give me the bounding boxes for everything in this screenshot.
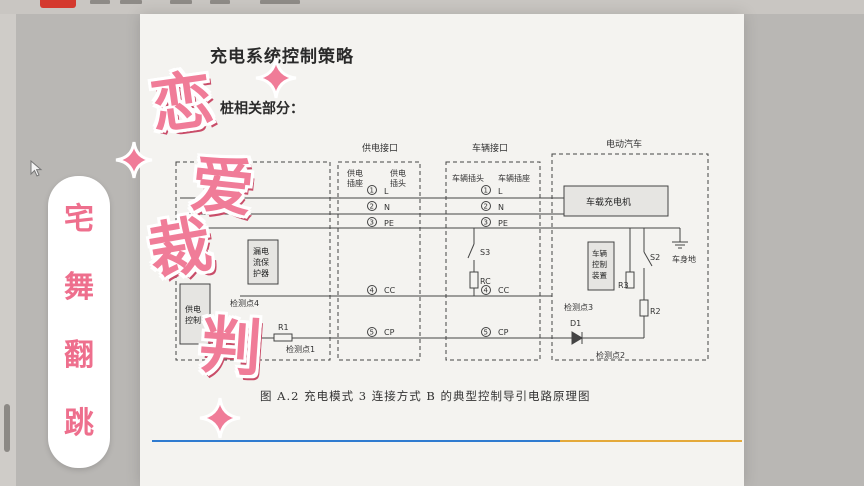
vehicle-socket-label: 车辆插座 bbox=[498, 173, 530, 183]
pill-char: 翻 bbox=[64, 338, 94, 373]
onboard-charger bbox=[563, 185, 669, 217]
svg-text:N: N bbox=[384, 203, 390, 212]
detect-point-4-label: 检测点4 bbox=[230, 298, 259, 308]
supply-socket-label-2: 插座 bbox=[347, 178, 363, 188]
pin-circles bbox=[367, 185, 491, 337]
overlay-char-4: 判 bbox=[197, 307, 265, 386]
r2-label: R2 bbox=[650, 307, 661, 316]
svg-text:流保: 流保 bbox=[253, 257, 269, 267]
sparkle-icon bbox=[199, 397, 241, 439]
body-ground-label: 车身地 bbox=[672, 254, 696, 264]
ev-label: 电动汽车 bbox=[606, 138, 642, 150]
s3-label: S3 bbox=[480, 248, 490, 257]
supply-plug-label-2: 插头 bbox=[390, 178, 406, 188]
svg-text:PE: PE bbox=[498, 219, 508, 228]
pin-numbers: 1 2 3 4 5 1 2 3 4 5 bbox=[370, 187, 489, 337]
overlay-char-1: 恋 bbox=[145, 61, 218, 143]
supply-plug-label: 供电 bbox=[390, 168, 406, 178]
svg-text:N: N bbox=[498, 203, 504, 212]
svg-text:PE: PE bbox=[384, 219, 394, 228]
supply-interface-box bbox=[337, 161, 421, 361]
scrollbar[interactable] bbox=[4, 404, 10, 452]
supply-equipment-box bbox=[175, 161, 331, 361]
vehicle-controller bbox=[587, 241, 615, 291]
d1-label: D1 bbox=[570, 319, 581, 328]
svg-text:控制: 控制 bbox=[592, 259, 607, 269]
vehicle-interface-label: 车辆接口 bbox=[472, 142, 508, 154]
detect-point-3-label: 检测点3 bbox=[564, 302, 593, 312]
svg-text:漏电: 漏电 bbox=[253, 246, 269, 256]
detect-point-1-label: 检测点1 bbox=[286, 344, 315, 354]
svg-text:3: 3 bbox=[484, 219, 488, 227]
svg-text:供电: 供电 bbox=[185, 304, 201, 314]
red-tab-chip[interactable] bbox=[40, 0, 76, 8]
svg-text:3: 3 bbox=[370, 219, 374, 227]
footer-rule bbox=[152, 440, 742, 442]
svg-text:5: 5 bbox=[370, 329, 374, 337]
footer-rule-accent bbox=[560, 440, 742, 442]
mouse-cursor-icon bbox=[30, 160, 43, 177]
svg-text:CC: CC bbox=[498, 286, 510, 295]
ev-box bbox=[551, 153, 709, 361]
svg-text:CC: CC bbox=[384, 286, 396, 295]
figure-caption: 图 A.2 充电模式 3 连接方式 B 的典型控制导引电路原理图 bbox=[260, 389, 591, 403]
r3-label: R3 bbox=[618, 281, 629, 290]
svg-text:4: 4 bbox=[484, 287, 489, 295]
toolbar-tab[interactable] bbox=[260, 0, 300, 4]
svg-text:5: 5 bbox=[484, 329, 488, 337]
vertical-title-pill: 宅 舞 翻 跳 bbox=[48, 176, 110, 468]
page-title: 充电系统控制策略 bbox=[210, 47, 354, 67]
svg-text:L: L bbox=[498, 187, 503, 196]
circuit-diagram: 供电接口 车辆接口 电动汽车 供电 插座 供电 插头 车辆插头 车辆插座 车载充… bbox=[175, 138, 709, 361]
r1-label: R1 bbox=[278, 323, 289, 332]
svg-text:2: 2 bbox=[484, 203, 488, 211]
supply-interface-label: 供电接口 bbox=[362, 142, 398, 154]
document-page: 充电系统控制策略 桩相关部分： 供电接口 车辆接口 电动汽车 供电 插座 供电 … bbox=[140, 14, 744, 486]
svg-text:2: 2 bbox=[370, 203, 374, 211]
rc-label: RC bbox=[480, 277, 491, 286]
svg-text:护器: 护器 bbox=[253, 268, 269, 278]
pill-char: 舞 bbox=[64, 270, 94, 305]
onboard-charger-label: 车载充电机 bbox=[586, 196, 631, 208]
sparkle-icon bbox=[255, 57, 297, 99]
leakage-protector bbox=[247, 239, 279, 285]
page-subtitle: 桩相关部分： bbox=[220, 101, 304, 117]
svg-text:1: 1 bbox=[370, 187, 374, 195]
svg-text:控制: 控制 bbox=[185, 315, 201, 325]
svg-text:L: L bbox=[384, 187, 389, 196]
toolbar-tab[interactable] bbox=[120, 0, 142, 4]
s2-label: S2 bbox=[650, 253, 660, 262]
left-sidebar bbox=[0, 14, 16, 486]
vehicle-interface-box bbox=[445, 161, 541, 361]
sparkle-icon bbox=[115, 141, 153, 179]
detect-point-2-label: 检测点2 bbox=[596, 350, 625, 360]
vehicle-plug-label: 车辆插头 bbox=[452, 173, 484, 183]
svg-text:1: 1 bbox=[484, 187, 488, 195]
toolbar-tab[interactable] bbox=[210, 0, 230, 4]
pill-char: 跳 bbox=[64, 406, 94, 441]
pill-char: 宅 bbox=[64, 202, 94, 237]
svg-text:CP: CP bbox=[384, 328, 395, 337]
svg-text:装置: 装置 bbox=[592, 270, 607, 280]
supply-socket-label: 供电 bbox=[347, 168, 363, 178]
toolbar-tab[interactable] bbox=[170, 0, 192, 4]
supply-control-box bbox=[179, 283, 211, 345]
svg-text:CP: CP bbox=[498, 328, 509, 337]
svg-text:4: 4 bbox=[370, 287, 375, 295]
svg-text:车辆: 车辆 bbox=[592, 248, 607, 258]
toolbar-tab[interactable] bbox=[90, 0, 110, 4]
browser-top-bar bbox=[0, 0, 864, 14]
